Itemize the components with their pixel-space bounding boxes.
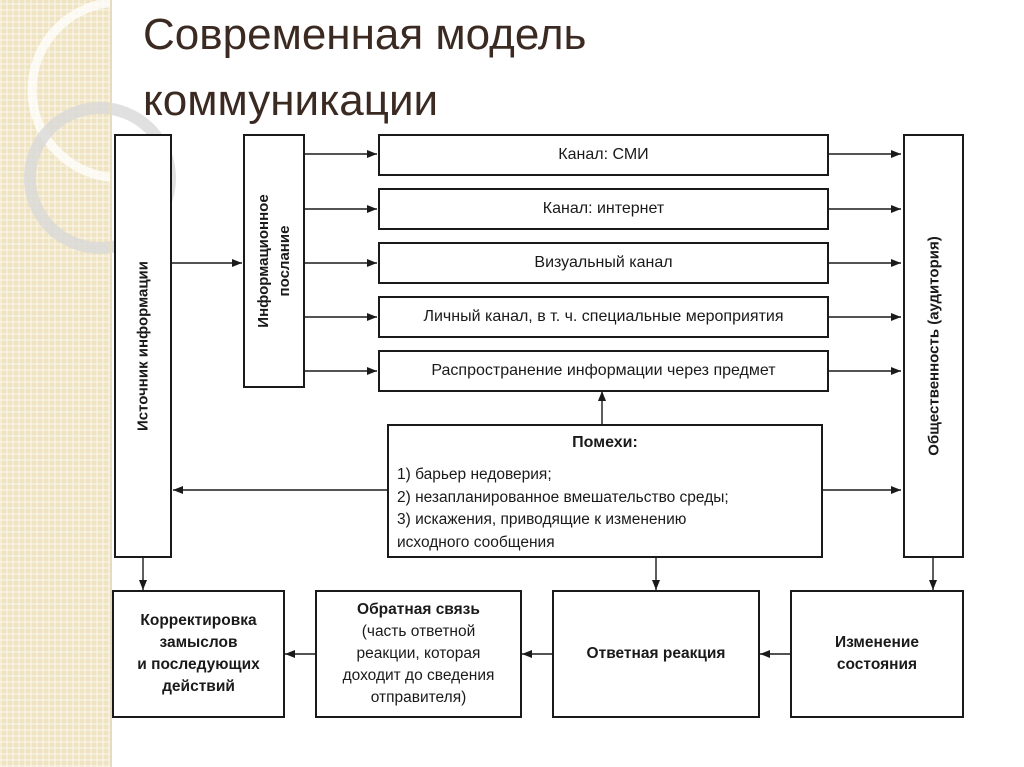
audience-label: Общественность (аудитория) bbox=[925, 236, 942, 456]
noise-title: Помехи: bbox=[572, 434, 638, 451]
correction-label: Корректировка замыслов и последующих дей… bbox=[137, 612, 260, 695]
correction-box: Корректировка замыслов и последующих дей… bbox=[112, 590, 285, 718]
noise-item: 1) барьер недоверия; bbox=[397, 466, 552, 483]
channel-box-personal: Личный канал, в т. ч. специальные меропр… bbox=[378, 296, 829, 338]
response-label: Ответная реакция bbox=[586, 645, 726, 662]
noise-list: 1) барьер недоверия; 2) незапланированно… bbox=[397, 464, 729, 554]
channel-box-mass-media: Канал: СМИ bbox=[378, 134, 829, 176]
feedback-box: Обратная связь (часть ответной реакции, … bbox=[315, 590, 522, 718]
channel-label: Распространение информации через предмет bbox=[431, 362, 776, 379]
feedback-body: (часть ответной реакции, которая доходит… bbox=[342, 623, 495, 706]
channel-label: Канал: СМИ bbox=[558, 146, 649, 163]
response-box: Ответная реакция bbox=[552, 590, 760, 718]
channel-label: Канал: интернет bbox=[542, 200, 665, 217]
slide-title: Современная модель коммуникации bbox=[143, 10, 587, 125]
channel-box-object: Распространение информации через предмет bbox=[378, 350, 829, 392]
noise-item: 2) незапланированное вмешательство среды… bbox=[397, 488, 729, 506]
channel-label: Визуальный канал bbox=[534, 254, 673, 271]
channel-box-visual: Визуальный канал bbox=[378, 242, 829, 284]
noise-item: исходного сообщения bbox=[397, 533, 555, 551]
state-change-label: Изменение состояния bbox=[834, 634, 920, 673]
source-label: Источник информации bbox=[134, 261, 152, 431]
feedback-title: Обратная связь bbox=[357, 601, 480, 618]
source-box: Источник информации bbox=[114, 134, 172, 558]
audience-box: Общественность (аудитория) bbox=[903, 134, 964, 558]
noise-box: Помехи: 1) барьер недоверия; 2) незаплан… bbox=[387, 424, 823, 558]
channel-label: Личный канал, в т. ч. специальные меропр… bbox=[423, 308, 784, 325]
message-label: Информационное послание bbox=[255, 194, 293, 328]
state-change-box: Изменение состояния bbox=[790, 590, 964, 718]
channel-box-internet: Канал: интернет bbox=[378, 188, 829, 230]
noise-item: 3) искажения, приводящие к изменению bbox=[397, 511, 687, 528]
message-box: Информационное послание bbox=[243, 134, 305, 388]
